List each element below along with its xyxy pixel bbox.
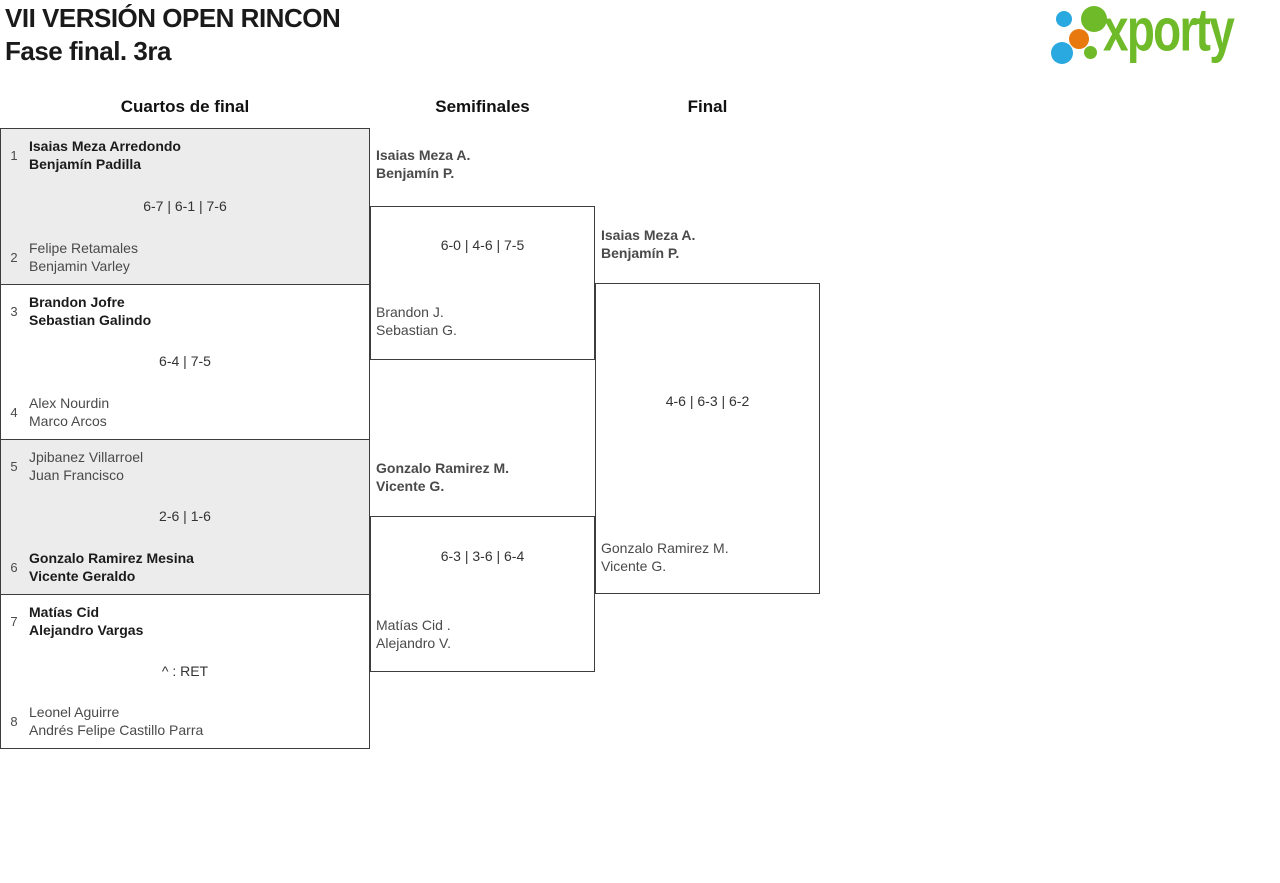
logo-dot-blue-small <box>1056 11 1072 27</box>
player-name: Marco Arcos <box>29 413 107 429</box>
pair-sf1-top: Isaias Meza A. Benjamín P. <box>376 146 470 182</box>
pair-sf2-top: Gonzalo Ramirez M. Vicente G. <box>376 459 509 495</box>
match-score: ^ : RET <box>161 662 209 679</box>
seed-number: 7 <box>10 613 18 629</box>
player-name: Alejandro V. <box>376 635 451 651</box>
pair-qf2-bottom: Alex Nourdin Marco Arcos <box>29 394 109 430</box>
seed-number: 5 <box>10 458 18 474</box>
player-name: Brandon Jofre <box>29 294 125 310</box>
logo-dot-blue-large <box>1051 42 1073 64</box>
player-name: Isaias Meza A. <box>376 147 471 163</box>
pair-qf4-bottom: Leonel Aguirre Andrés Felipe Castillo Pa… <box>29 703 203 739</box>
pair-qf3-top: Jpibanez Villarroel Juan Francisco <box>29 448 143 484</box>
pair-sf2-bottom: Matías Cid . Alejandro V. <box>376 616 451 652</box>
match-semifinal-1-box <box>370 206 595 360</box>
pair-qf2-top: Brandon Jofre Sebastian Galindo <box>29 293 151 329</box>
xporty-logo[interactable] <box>1048 0 1280 70</box>
match-semifinal-2-box <box>370 516 595 672</box>
logo-dot-orange <box>1069 29 1089 49</box>
pair-qf4-top: Matías Cid Alejandro Vargas <box>29 603 143 639</box>
player-name: Gonzalo Ramirez M. <box>601 540 729 556</box>
match-quarterfinal-2: 3 Brandon Jofre Sebastian Galindo 6-4 | … <box>1 284 369 439</box>
match-score: 6-0 | 4-6 | 7-5 <box>440 237 525 253</box>
player-name: Benjamin Varley <box>29 258 130 274</box>
player-name: Vicente Geraldo <box>29 568 136 584</box>
seed-number: 2 <box>10 249 18 265</box>
pair-qf1-top: Isaias Meza Arredondo Benjamín Padilla <box>29 137 181 173</box>
match-score: 6-7 | 6-1 | 7-6 <box>143 197 227 214</box>
player-name: Benjamín Padilla <box>29 156 142 172</box>
player-name: Andrés Felipe Castillo Parra <box>29 722 204 738</box>
player-name: Leonel Aguirre <box>29 704 120 720</box>
player-name: Gonzalo Ramirez Mesina <box>29 550 194 566</box>
match-score: 6-3 | 3-6 | 6-4 <box>440 548 525 564</box>
player-name: Vicente G. <box>601 558 667 574</box>
match-final-box <box>595 283 820 594</box>
logo-dot-green-small <box>1084 46 1097 59</box>
round-label-semifinals: Semifinales <box>435 97 530 116</box>
tournament-name: VII VERSIÓN OPEN RINCON <box>5 3 341 33</box>
seed-number: 8 <box>10 713 18 729</box>
player-name: Isaias Meza Arredondo <box>29 138 181 154</box>
player-name: Jpibanez Villarroel <box>29 449 144 465</box>
tournament-title: VII VERSIÓN OPEN RINCON Fase final. 3ra <box>5 2 341 68</box>
player-name: Sebastian G. <box>376 322 457 338</box>
match-score: 6-4 | 7-5 <box>159 353 211 369</box>
player-name: Gonzalo Ramirez M. <box>376 460 510 476</box>
player-name: Alex Nourdin <box>29 395 110 411</box>
match-quarterfinal-1: 1 Isaias Meza Arredondo Benjamín Padilla… <box>1 129 369 284</box>
player-name: Brandon J. <box>376 304 444 320</box>
player-name: Vicente G. <box>376 478 445 494</box>
logo-dot-green-large <box>1081 6 1107 32</box>
seed-number: 4 <box>10 404 18 420</box>
quarterfinals-column: 1 Isaias Meza Arredondo Benjamín Padilla… <box>0 128 370 749</box>
seed-number: 3 <box>10 303 18 319</box>
player-name: Felipe Retamales <box>29 240 138 256</box>
round-label-final: Final <box>687 97 728 116</box>
pair-qf1-bottom: Felipe Retamales Benjamin Varley <box>29 239 138 275</box>
match-score: 4-6 | 6-3 | 6-2 <box>665 393 750 409</box>
player-name: Benjamín P. <box>601 245 680 261</box>
player-name: Sebastian Galindo <box>29 312 152 328</box>
player-name: Matías Cid <box>29 604 100 620</box>
seed-number: 1 <box>10 147 18 163</box>
pair-qf3-bottom: Gonzalo Ramirez Mesina Vicente Geraldo <box>29 549 194 585</box>
match-quarterfinal-3: 5 Jpibanez Villarroel Juan Francisco 2-6… <box>1 439 369 594</box>
player-name: Isaias Meza A. <box>601 227 696 243</box>
logo-wordmark: xporty <box>1103 0 1235 64</box>
player-name: Alejandro Vargas <box>29 622 144 638</box>
pair-sf1-bottom: Brandon J. Sebastian G. <box>376 303 457 339</box>
player-name: Benjamín P. <box>376 165 455 181</box>
match-quarterfinal-4: 7 Matías Cid Alejandro Vargas ^ : RET 8 … <box>1 594 369 748</box>
player-name: Juan Francisco <box>29 467 124 483</box>
player-name: Matías Cid . <box>376 617 451 633</box>
round-label-quarterfinals: Cuartos de final <box>120 97 250 116</box>
phase-subtitle: Fase final. 3ra <box>5 36 171 66</box>
pair-final-top: Isaias Meza A. Benjamín P. <box>601 226 695 262</box>
pair-final-bottom: Gonzalo Ramirez M. Vicente G. <box>601 539 729 575</box>
match-score: 2-6 | 1-6 <box>159 508 211 524</box>
seed-number: 6 <box>10 559 18 575</box>
